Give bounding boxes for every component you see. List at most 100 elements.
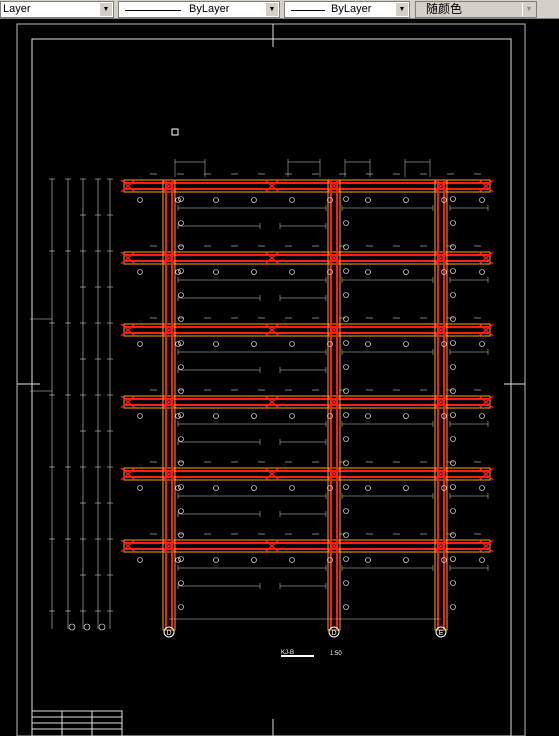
rebar-mark [178,508,184,514]
rebar-mark [213,269,219,275]
rebar-mark [289,413,295,419]
beam-haunch [161,179,177,193]
rebar-mark [450,316,456,322]
rebar-mark [251,413,257,419]
rebar-mark [450,508,456,514]
rebar-mark [450,484,456,490]
rebar-mark [343,508,349,514]
rebar-mark [178,484,184,490]
rebar-mark [441,485,447,491]
beam-haunch [433,539,449,553]
beam-haunch [120,467,136,481]
beam-haunch [120,251,136,265]
rebar-mark [403,485,409,491]
layer-combo-value: Layer [3,3,31,15]
inner-border [31,38,512,736]
rebar-mark [178,388,184,394]
rebar-mark [178,220,184,226]
properties-toolbar: Layer ▼ ByLayer ▼ ByLayer ▼ 随颜色 ▼ [0,0,559,19]
rebar-mark [479,485,485,491]
rebar-mark [343,292,349,298]
drawing-canvas[interactable]: D D E KJ-B 1:50 [0,19,559,736]
rebar-mark [178,412,184,418]
beam-haunch [264,395,280,409]
rebar-mark [450,292,456,298]
beam-haunch [433,179,449,193]
dropdown-arrow-icon[interactable]: ▼ [99,3,112,16]
rebar-mark [175,269,181,275]
lineweight-combo-value: ByLayer [331,3,372,15]
rebar-mark [343,364,349,370]
rebar-mark [343,556,349,562]
beam-outline [123,323,491,337]
rebar-mark [178,460,184,466]
rebar-mark [178,340,184,346]
beam-haunch [120,179,136,193]
rebar-mark [175,485,181,491]
rebar-mark [178,268,184,274]
rebar-mark [175,197,181,203]
level-marker [98,623,106,631]
rebar-mark [213,557,219,563]
rebar-mark [450,268,456,274]
rebar-mark [450,196,456,202]
beam-haunch [326,323,342,337]
outer-border [16,23,526,736]
floor-beams [120,179,494,553]
rebar-mark [343,316,349,322]
rebar-mark [343,484,349,490]
rebar-mark [289,557,295,563]
rebar-mark [137,269,143,275]
rebar-mark [137,197,143,203]
beam-haunch [326,395,342,409]
rebar-mark [327,197,333,203]
rebar-mark [178,532,184,538]
beam-haunch [478,395,494,409]
rebar-mark [450,388,456,394]
dropdown-arrow-icon[interactable]: ▼ [265,3,278,16]
level-marker [68,623,76,631]
lineweight-combo[interactable]: ByLayer ▼ [284,1,410,18]
rebar-mark [450,244,456,250]
beam-haunch [478,179,494,193]
rebar-mark [213,197,219,203]
dropdown-arrow-icon[interactable]: ▼ [522,3,535,16]
left-dimensions [30,178,113,631]
rebar-mark [441,557,447,563]
rebar-mark [450,412,456,418]
rebar-mark [289,341,295,347]
dropdown-arrow-icon[interactable]: ▼ [395,3,408,16]
grip-square[interactable] [171,128,179,136]
rebar-mark [251,341,257,347]
beam-haunch [264,539,280,553]
rebar-mark [403,341,409,347]
color-combo[interactable]: 随颜色 ▼ [415,1,537,18]
rebar-mark [327,557,333,563]
rebar-mark [450,436,456,442]
beam-haunch [161,323,177,337]
beam-haunch [478,539,494,553]
beam-haunch [478,467,494,481]
layer-combo[interactable]: Layer ▼ [0,1,114,18]
rebar-mark [479,197,485,203]
frame-title: KJ-B 1:50 [281,650,342,657]
axis-bubbles: D D E [163,618,447,638]
rebar-mark [343,436,349,442]
rebar-mark [365,485,371,491]
cad-drawing[interactable]: D D E KJ-B 1:50 [0,19,559,736]
rebar-mark [450,220,456,226]
beam-haunch [326,467,342,481]
rebar-mark [403,197,409,203]
beam-haunch [264,323,280,337]
rebar-mark [178,292,184,298]
rebar-mark [343,604,349,610]
rebar-mark [343,220,349,226]
rebar-mark [178,436,184,442]
rebar-mark [365,413,371,419]
rebar-mark [178,196,184,202]
beam-haunch [120,323,136,337]
rebar-mark [251,485,257,491]
rebar-mark [479,413,485,419]
beam-haunch [264,251,280,265]
linetype-combo[interactable]: ByLayer ▼ [118,1,280,18]
